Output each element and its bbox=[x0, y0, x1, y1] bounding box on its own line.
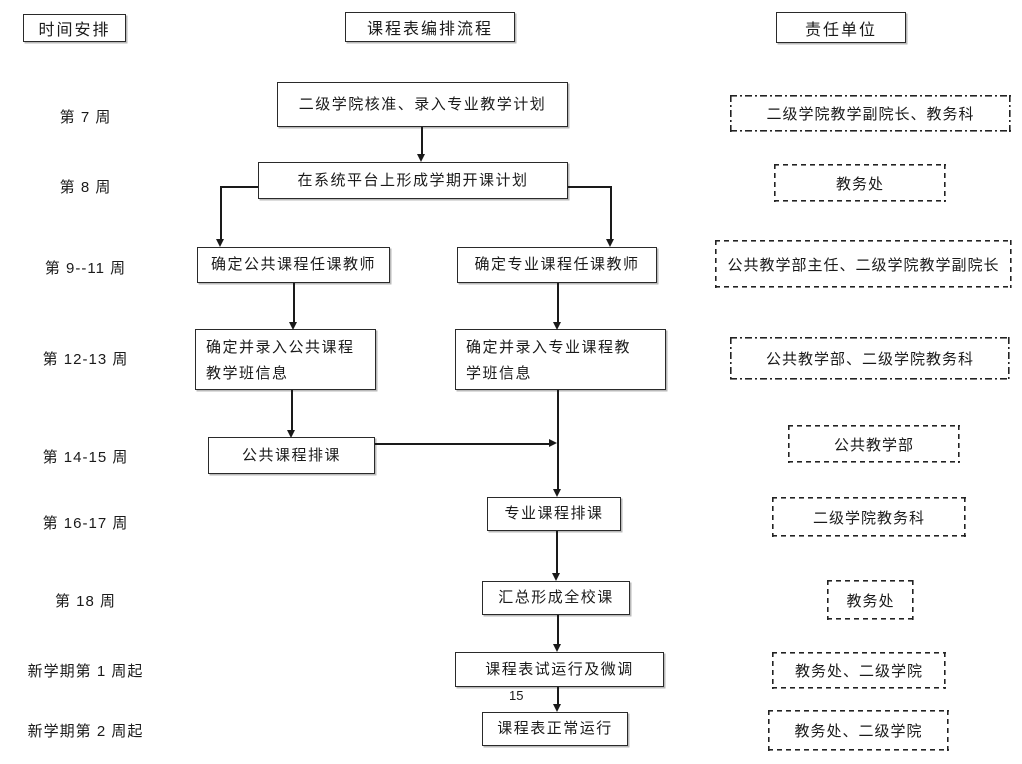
unit-box-academic-affairs-office-1: 教务处 bbox=[774, 164, 946, 202]
flow-node-platform-plan: 在系统平台上形成学期开课计划 bbox=[258, 162, 568, 199]
time-label-week16-17: 第 16-17 周 bbox=[42, 515, 129, 532]
connector-a-to-b-line bbox=[421, 127, 423, 156]
page-number: 15 bbox=[509, 688, 524, 703]
time-label-week18: 第 18 周 bbox=[54, 593, 117, 610]
header-time-schedule: 时间安排 bbox=[23, 14, 126, 42]
time-label-week12-13: 第 12-13 周 bbox=[42, 351, 129, 368]
flow-node-summary: 汇总形成全校课 bbox=[482, 581, 630, 615]
arrow-down-into-major-teacher bbox=[606, 239, 614, 247]
connector-c1-to-d1 bbox=[293, 283, 295, 322]
connector-f-to-g bbox=[556, 531, 558, 574]
flow-node-major-teacher: 确定专业课程任课教师 bbox=[457, 247, 657, 283]
flow-node-public-schedule: 公共课程排课 bbox=[208, 437, 375, 474]
unit-box-college-academic-section: 二级学院教务科 bbox=[772, 497, 966, 537]
flow-node-approve-plan: 二级学院核准、录入专业教学计划 bbox=[277, 82, 568, 127]
flow-node-trial-run: 课程表试运行及微调 bbox=[455, 652, 664, 687]
connector-d1-to-e bbox=[291, 390, 293, 430]
header-responsible-unit: 责任单位 bbox=[776, 12, 906, 43]
time-label-week8: 第 8 周 bbox=[59, 179, 112, 196]
arrow-down-into-major-class-info bbox=[553, 322, 561, 330]
time-label-newterm-week1: 新学期第 1 周起 bbox=[27, 663, 144, 680]
unit-box-office-and-college-2: 教务处、二级学院 bbox=[768, 710, 949, 751]
arrow-down-into-normal-run bbox=[553, 704, 561, 712]
arrow-right-into-spine bbox=[549, 439, 557, 447]
arrow-down-into-trial-run bbox=[553, 644, 561, 652]
unit-box-academic-affairs-office-2: 教务处 bbox=[827, 580, 914, 620]
connector-b-right-elbow-h bbox=[568, 186, 610, 188]
flow-node-normal-run: 课程表正常运行 bbox=[482, 712, 628, 746]
connector-c2-to-d2 bbox=[557, 283, 559, 322]
connector-b-right-elbow-v bbox=[610, 186, 612, 239]
arrow-down-into-public-teacher bbox=[216, 239, 224, 247]
connector-d2-to-f-spine bbox=[557, 390, 559, 489]
time-label-week14-15: 第 14-15 周 bbox=[42, 449, 129, 466]
flow-node-major-class-info: 确定并录入专业课程教学班信息 bbox=[455, 329, 666, 390]
connector-h-to-i bbox=[557, 687, 559, 705]
unit-box-public-teaching-dept: 公共教学部 bbox=[788, 425, 960, 463]
unit-box-public-dept-college-office: 公共教学部、二级学院教务科 bbox=[730, 337, 1010, 380]
flow-node-public-teacher: 确定公共课程任课教师 bbox=[197, 247, 390, 283]
connector-g-to-h bbox=[557, 615, 559, 645]
unit-box-public-dept-director-vice-dean: 公共教学部主任、二级学院教学副院长 bbox=[715, 240, 1012, 288]
connector-b-left-elbow-h bbox=[220, 186, 258, 188]
flow-node-major-schedule: 专业课程排课 bbox=[487, 497, 621, 531]
time-label-newterm-week2: 新学期第 2 周起 bbox=[27, 723, 144, 740]
arrow-down-into-public-schedule bbox=[287, 430, 295, 438]
arrow-down-into-summary bbox=[552, 573, 560, 581]
arrow-down-into-platform-plan bbox=[417, 154, 425, 162]
arrow-down-into-public-class-info bbox=[289, 322, 297, 330]
connector-e-to-spine-h bbox=[375, 443, 549, 445]
unit-box-office-and-college-1: 教务处、二级学院 bbox=[772, 652, 946, 689]
arrow-down-into-major-schedule bbox=[553, 489, 561, 497]
time-label-week7: 第 7 周 bbox=[59, 109, 112, 126]
unit-box-vice-dean-academic-office: 二级学院教学副院长、教务科 bbox=[730, 95, 1011, 132]
header-process-title: 课程表编排流程 bbox=[345, 12, 515, 42]
connector-b-left-elbow-v bbox=[220, 186, 222, 239]
flow-node-public-class-info: 确定并录入公共课程教学班信息 bbox=[195, 329, 376, 390]
time-label-week9-11: 第 9--11 周 bbox=[44, 260, 127, 277]
